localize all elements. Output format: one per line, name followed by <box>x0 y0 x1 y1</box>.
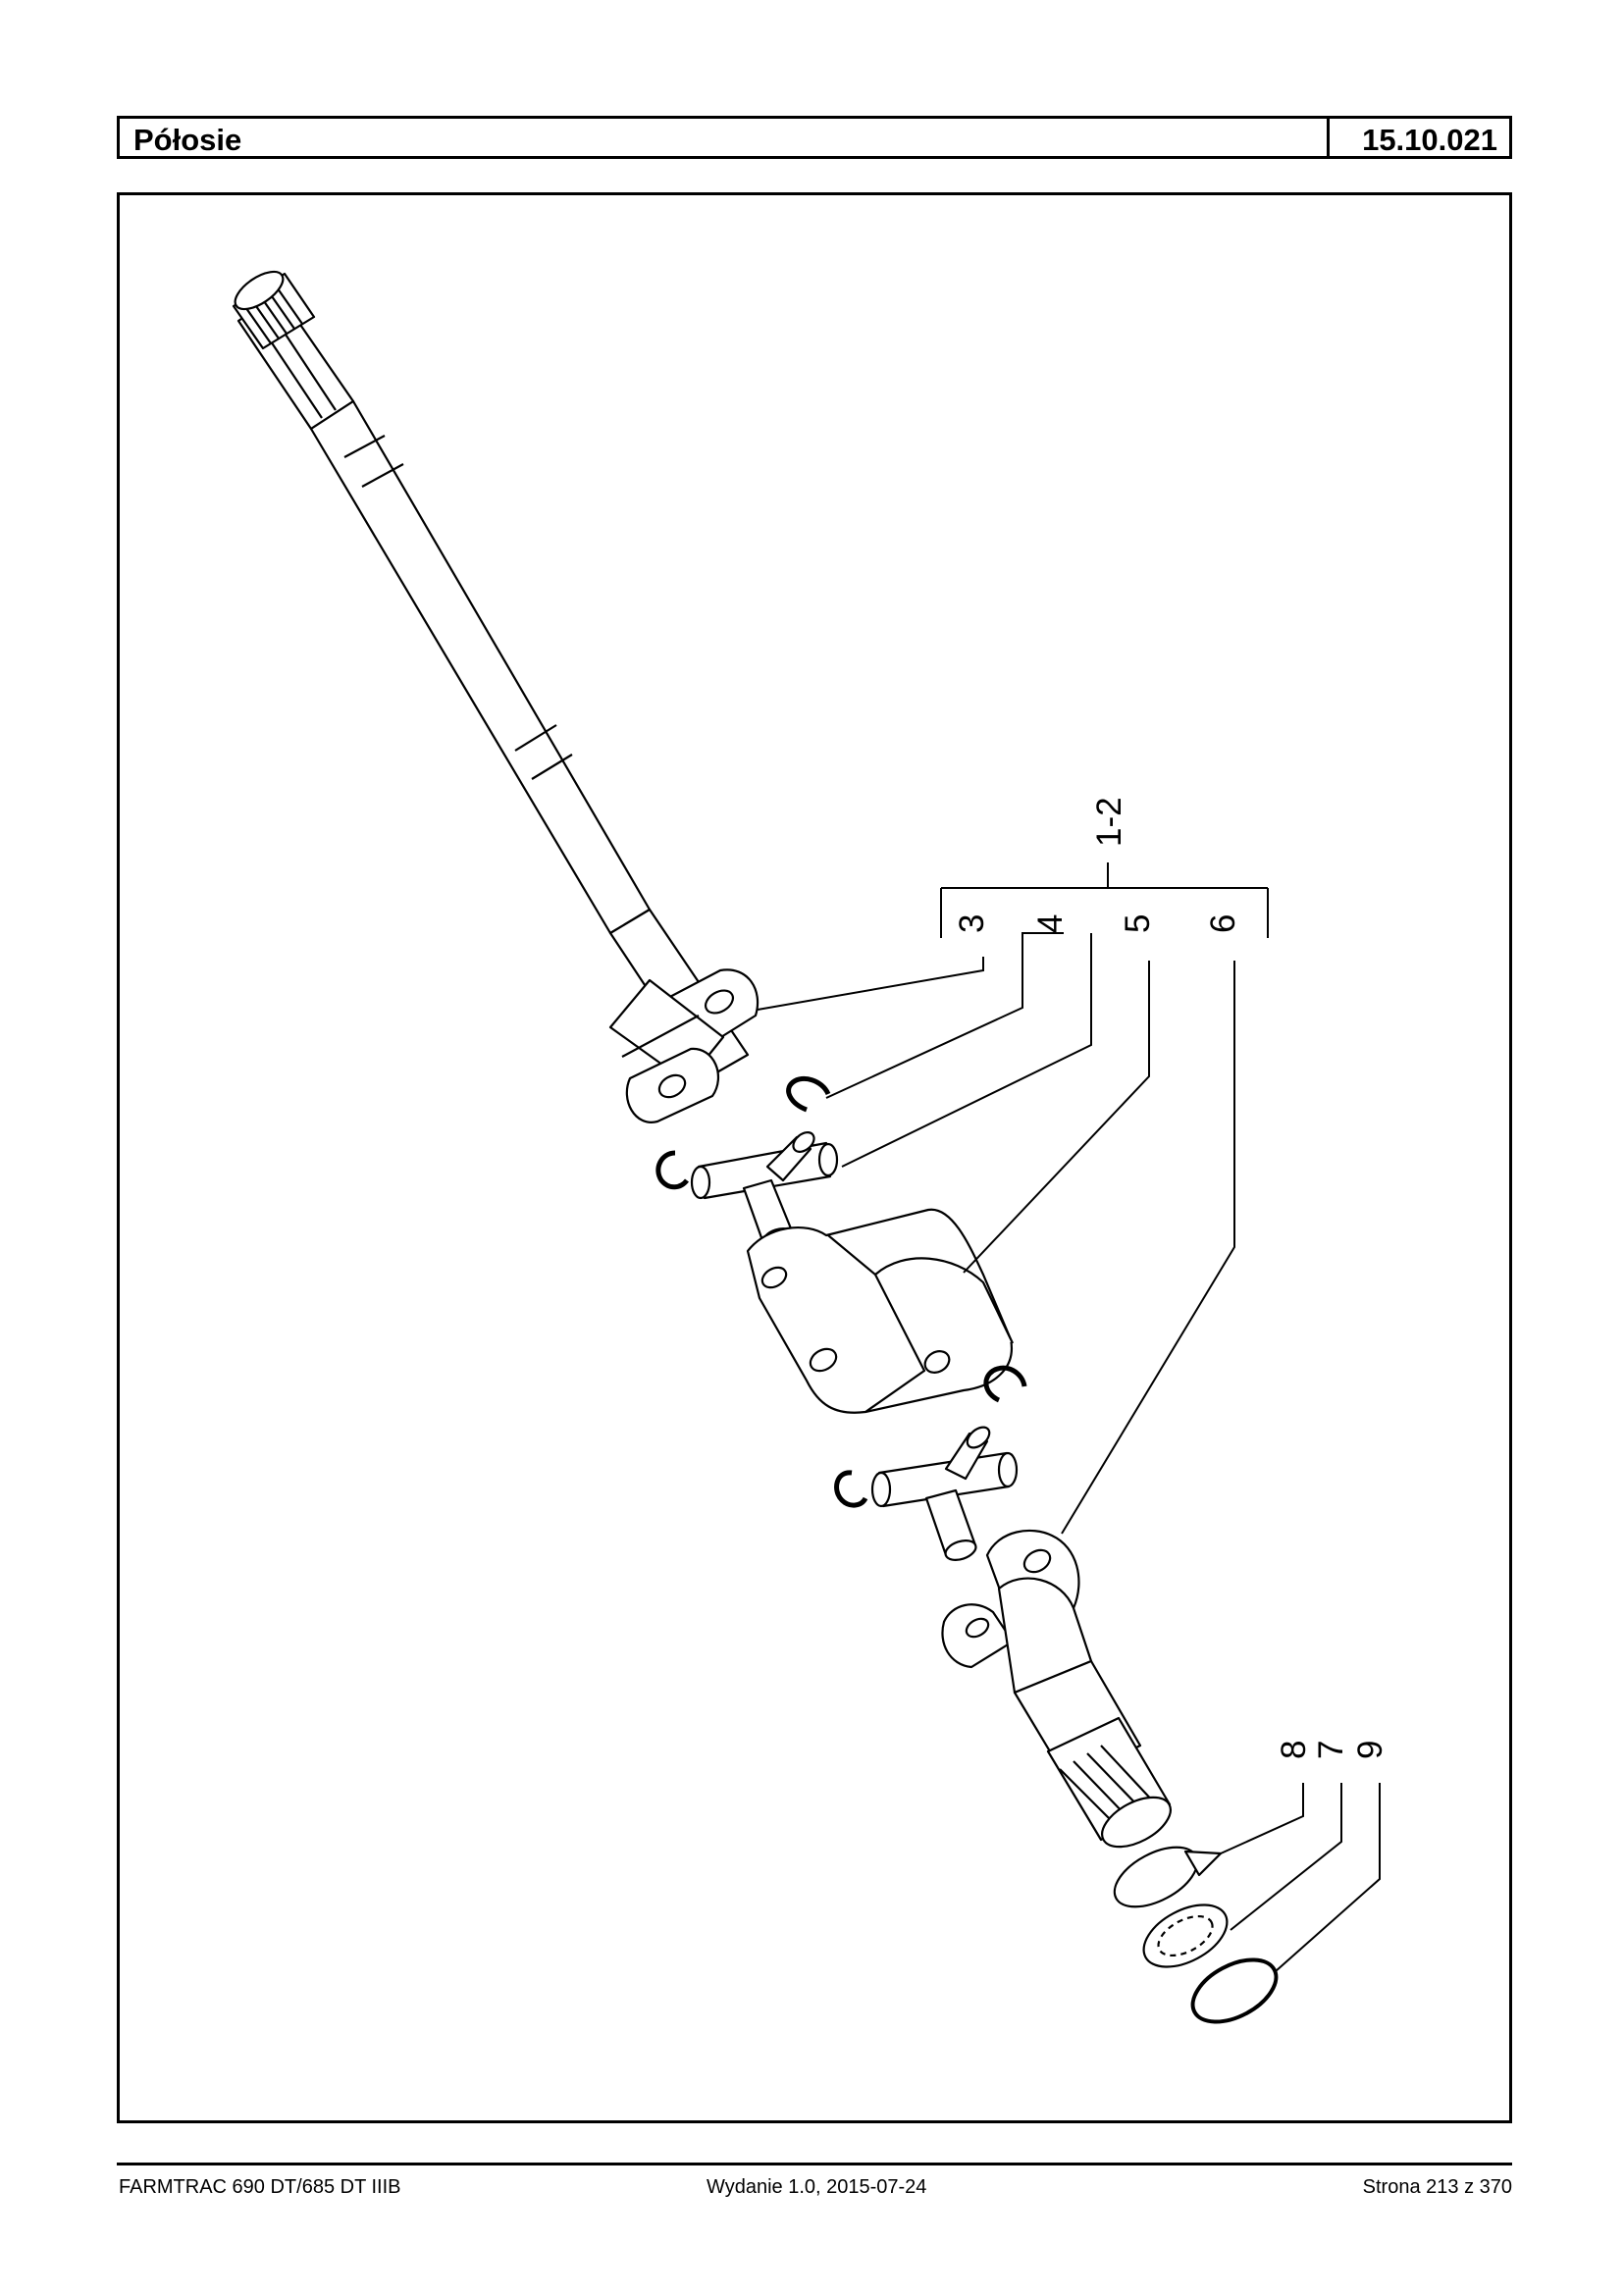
footer-model: FARMTRAC 690 DT/685 DT IIIB <box>119 2176 401 2198</box>
circlip-part-4-upper <box>786 1076 831 1113</box>
label-part-3: 3 <box>953 914 991 933</box>
label-part-8: 8 <box>1275 1741 1313 1759</box>
thrust-washer-part-8 <box>1113 1846 1223 1908</box>
leader-lines <box>757 862 1381 1972</box>
circlip-lower-right <box>983 1365 1027 1403</box>
exploded-axle-shaft-diagram: 1-2 3 4 5 6 8 7 9 <box>232 270 1389 2024</box>
yoke-shaft-part-6 <box>941 1529 1172 1849</box>
label-part-5: 5 <box>1119 914 1157 933</box>
circlip-part-9 <box>1190 1957 1279 2024</box>
yoke-part-3 <box>608 968 760 1123</box>
cross-spider-upper <box>690 1131 839 1249</box>
page-title: Półosie <box>133 123 242 157</box>
label-part-4: 4 <box>1031 914 1070 933</box>
circlip-part-4-left <box>655 1150 689 1190</box>
footer-page-number: Strona 213 z 370 <box>1362 2176 1512 2198</box>
cross-spider-lower <box>870 1426 1019 1561</box>
label-part-9: 9 <box>1351 1741 1389 1759</box>
diagram-frame: 1-2 3 4 5 6 8 7 9 <box>117 192 1512 2123</box>
label-part-6: 6 <box>1204 914 1242 933</box>
page-header: Półosie 15.10.021 <box>117 116 1512 159</box>
header-divider <box>1327 119 1330 156</box>
lock-washer-part-7 <box>1142 1904 1229 1968</box>
center-housing-part-5 <box>746 1208 1014 1414</box>
circlip-lower-left <box>834 1470 868 1508</box>
footer-divider <box>117 2163 1512 2165</box>
label-assembly-1-2: 1-2 <box>1090 797 1128 847</box>
axle-shaft <box>232 270 750 1080</box>
section-code: 15.10.021 <box>1362 123 1497 157</box>
footer-edition: Wydanie 1.0, 2015-07-24 <box>707 2176 927 2198</box>
label-part-7: 7 <box>1312 1741 1350 1759</box>
